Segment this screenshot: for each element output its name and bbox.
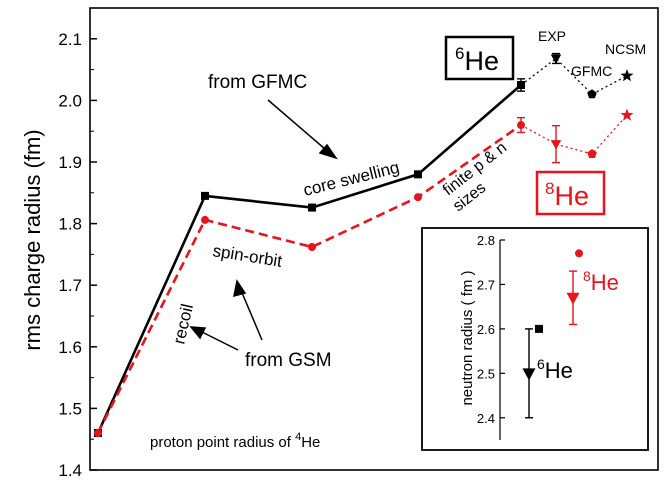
circle-marker bbox=[517, 121, 525, 130]
label-exp: EXP bbox=[538, 28, 566, 44]
y-axis-label: rms charge radius (fm) bbox=[20, 129, 45, 350]
circle-marker bbox=[94, 429, 102, 438]
y-tick-label: 1.9 bbox=[58, 153, 82, 172]
inset-y-tick-label: 2.6 bbox=[477, 322, 495, 337]
arrowhead-recoil bbox=[189, 326, 207, 340]
label-gfmc-method: GFMC bbox=[571, 63, 612, 79]
pentagon-marker bbox=[587, 89, 597, 99]
label-from-gsm: from GSM bbox=[245, 350, 332, 371]
label-core-swelling: core swelling bbox=[301, 158, 401, 200]
triangle-down-marker bbox=[522, 368, 536, 381]
series-line-gsm bbox=[96, 123, 522, 434]
triangle-down-marker bbox=[550, 140, 562, 150]
inset-he6-label: 6He bbox=[537, 356, 573, 383]
data-markers bbox=[94, 54, 634, 438]
inset-y-tick-label: 2.4 bbox=[477, 411, 495, 426]
inset-y-tick-label: 2.5 bbox=[477, 366, 495, 381]
square-marker bbox=[517, 81, 525, 89]
neutron-radius-inset: neutron radius ( fm ) 2.4 2.5 2.6 2.7 2.8 6H… bbox=[421, 227, 649, 451]
star-marker bbox=[620, 69, 634, 82]
series-line-he6_compare bbox=[520, 57, 628, 95]
y-tick-label: 2.0 bbox=[58, 91, 82, 110]
square-marker bbox=[414, 170, 422, 179]
label-recoil: recoil bbox=[169, 302, 197, 346]
he6-label-box bbox=[444, 35, 515, 81]
inset-frame bbox=[421, 227, 649, 451]
plot-frame bbox=[89, 7, 659, 471]
y-tick-label: 1.6 bbox=[58, 338, 82, 357]
y-tick-label: 1.5 bbox=[58, 399, 82, 418]
inset-y-ticks: 2.4 2.5 2.6 2.7 2.8 bbox=[477, 233, 505, 440]
inset-he8-label: 8He bbox=[583, 268, 619, 295]
circle-marker bbox=[201, 215, 209, 224]
circle-marker bbox=[575, 249, 583, 258]
pentagon-marker bbox=[587, 149, 597, 158]
y-tick-label: 1.4 bbox=[58, 461, 82, 480]
triangle-down-marker bbox=[566, 292, 580, 305]
arrow-gfmc-to-core bbox=[267, 99, 333, 156]
he6-label: 6He bbox=[455, 44, 499, 76]
label-ncsm: NCSM bbox=[605, 41, 646, 57]
star-marker bbox=[620, 108, 634, 121]
label-proton-point-radius: proton point radius of 4He bbox=[150, 431, 320, 451]
y-tick-label: 1.7 bbox=[58, 276, 82, 295]
he8-label: 8He bbox=[545, 179, 589, 211]
arrowhead-spinorbit bbox=[233, 279, 247, 298]
label-spin-orbit: spin-orbit bbox=[211, 241, 283, 271]
circle-marker bbox=[414, 193, 422, 202]
y-ticks: 1.4 1.5 1.6 1.7 1.8 1.9 2.0 2.1 bbox=[58, 30, 97, 480]
arrowhead-gfmc bbox=[318, 143, 338, 160]
inset-markers bbox=[522, 249, 583, 381]
circle-marker bbox=[308, 243, 316, 252]
inset-y-axis-label: neutron radius ( fm ) bbox=[459, 270, 476, 405]
annotation-arrows bbox=[189, 99, 338, 351]
series-line-he8_compare bbox=[520, 114, 628, 155]
arrow-gsm-to-spinorbit bbox=[239, 287, 263, 341]
triangle-down-marker bbox=[550, 54, 562, 65]
inset-y-tick-label: 2.7 bbox=[477, 277, 495, 292]
square-marker bbox=[308, 203, 316, 212]
y-tick-label: 1.8 bbox=[58, 215, 82, 234]
he8-label-box bbox=[535, 170, 606, 216]
y-tick-label: 2.1 bbox=[58, 30, 82, 49]
error-bars bbox=[517, 52, 560, 164]
square-marker bbox=[535, 324, 543, 333]
arrow-gsm-to-recoil bbox=[197, 329, 239, 351]
label-from-gfmc: from GFMC bbox=[208, 72, 307, 93]
inset-y-tick-label: 2.8 bbox=[477, 233, 495, 248]
square-marker bbox=[201, 191, 209, 200]
